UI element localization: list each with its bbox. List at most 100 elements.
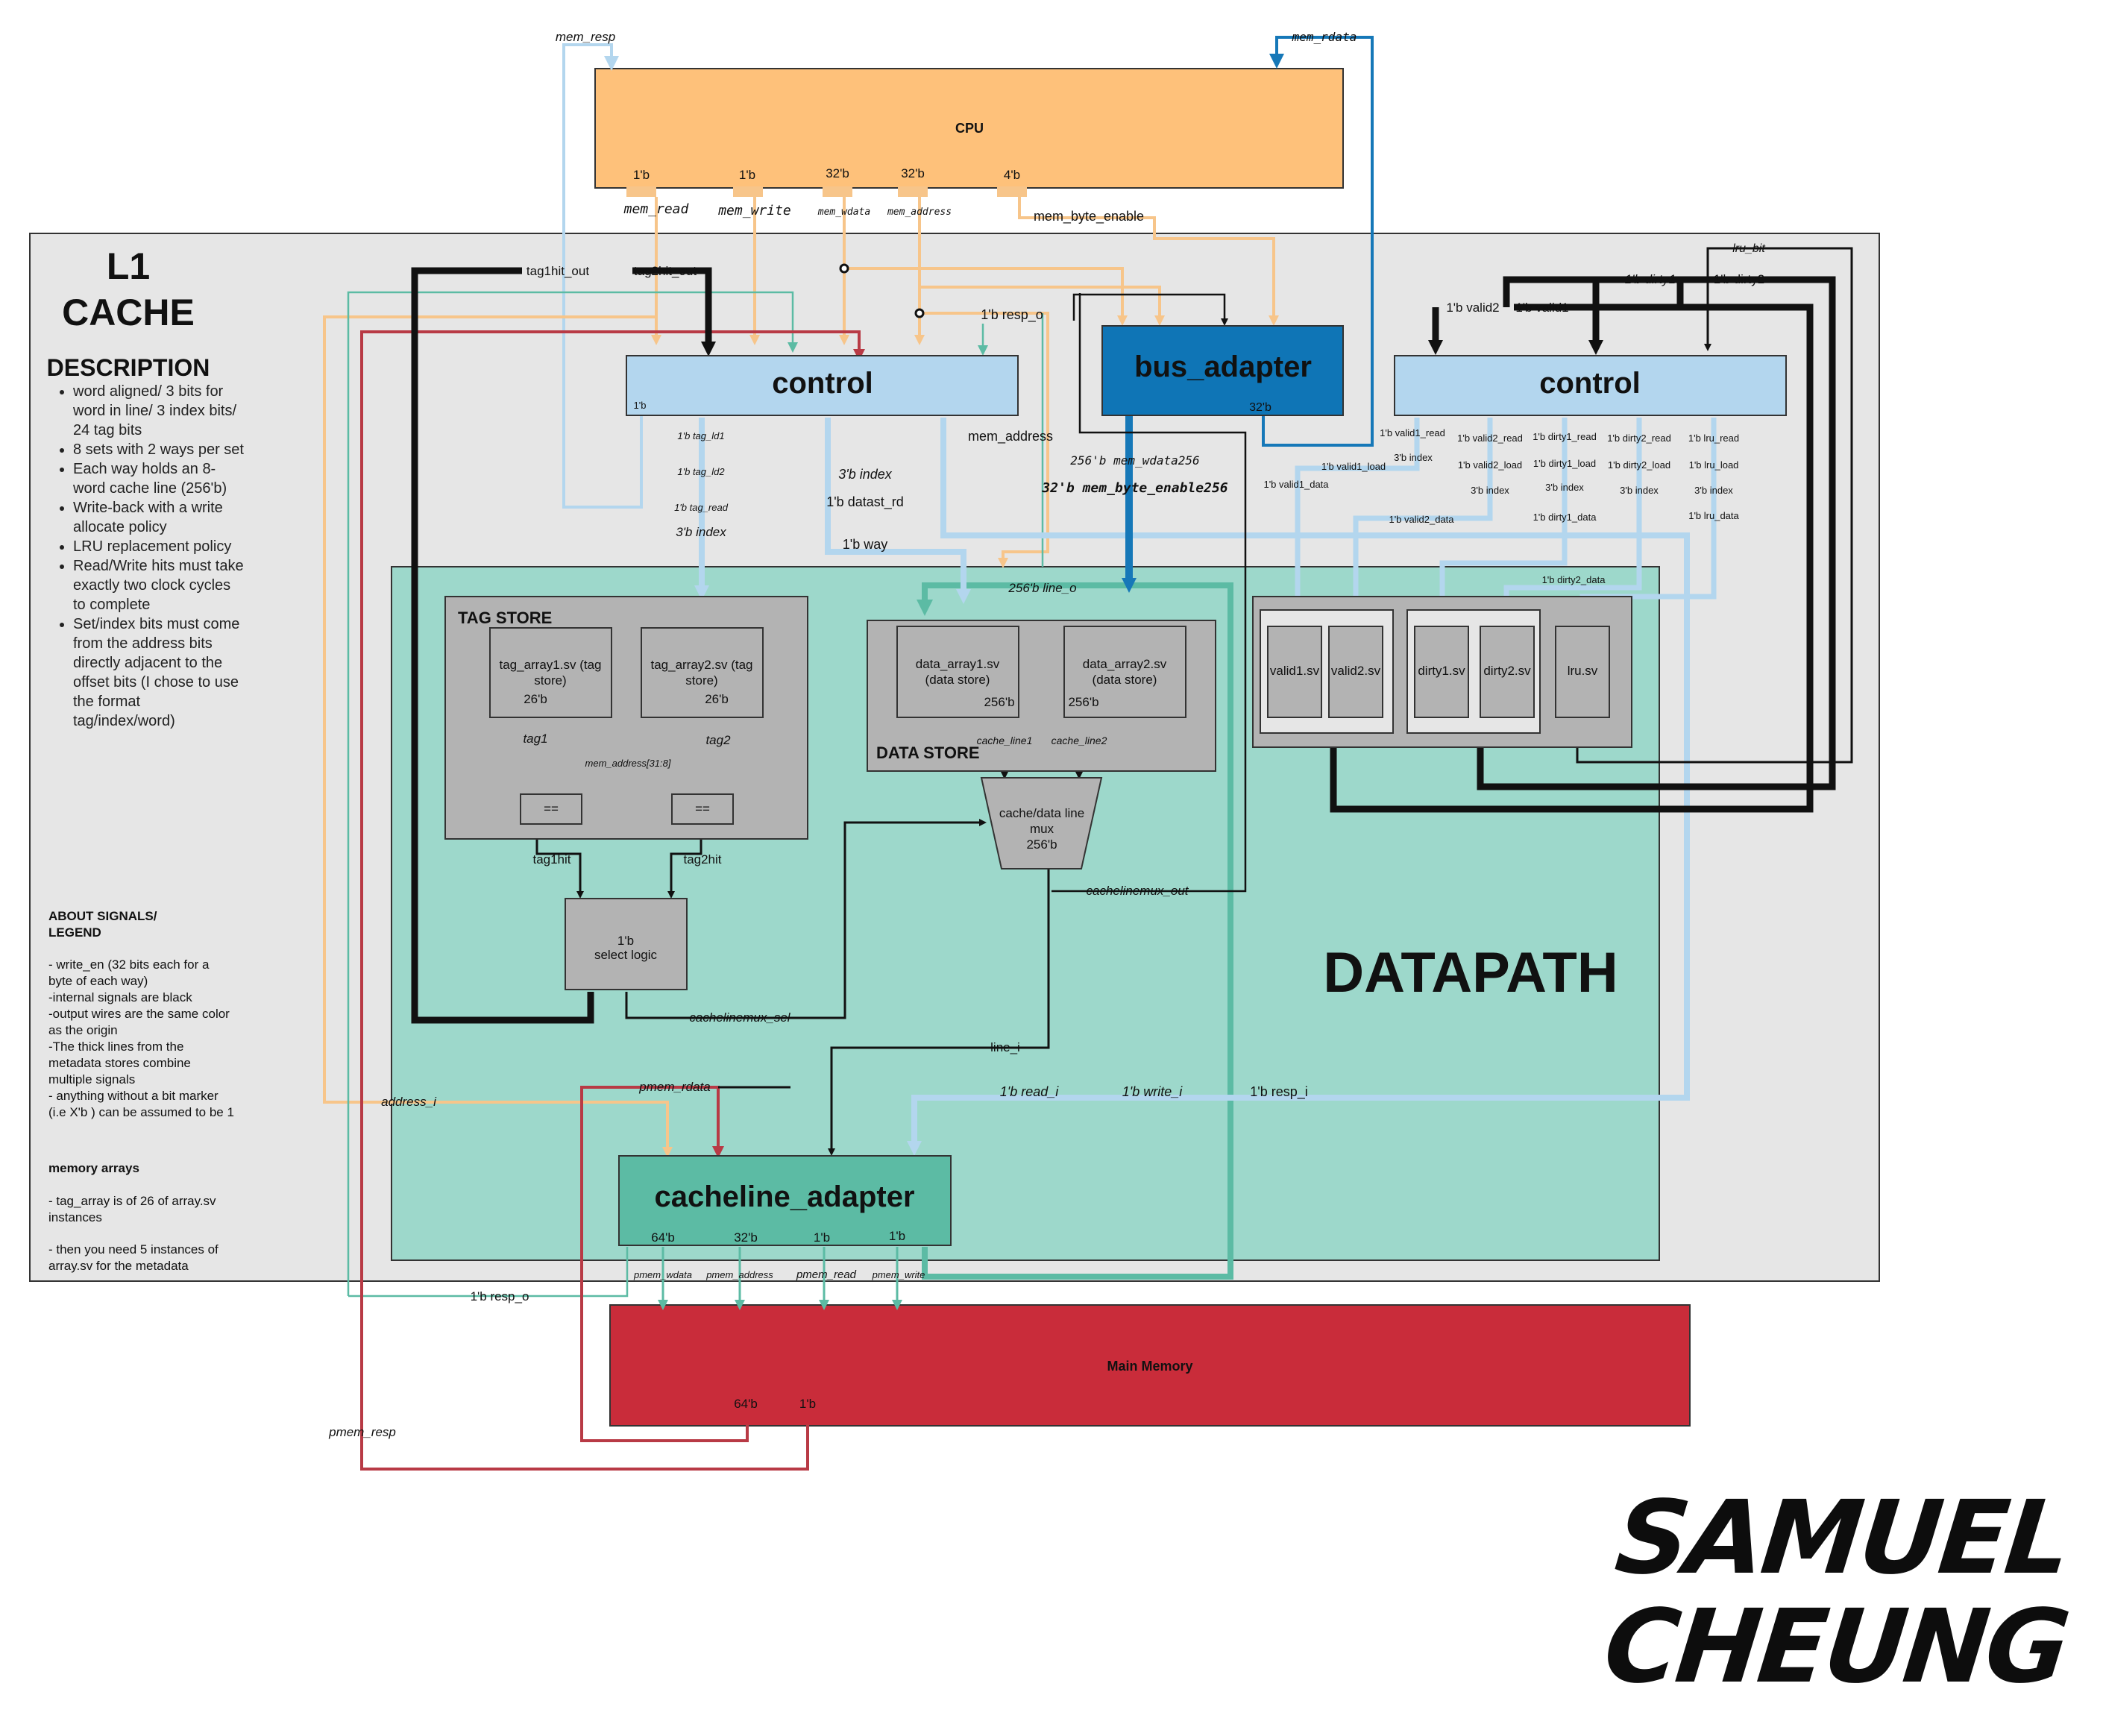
control-left-label: control — [772, 367, 873, 400]
description-item: Read/Write hits must take exactly two cl… — [73, 556, 245, 614]
wire-black-thick — [411, 267, 1836, 1024]
data-store-label: DATA STORE — [876, 743, 980, 762]
wire-mem-resp — [562, 43, 643, 509]
tag-array2-label-1: tag_array2.sv (tag — [650, 658, 752, 672]
select-logic-label: select logic — [594, 948, 658, 962]
tag-store-label: TAG STORE — [458, 608, 552, 627]
memory-arrays-text-2: - then you need 5 instances of array.sv … — [48, 1242, 219, 1273]
label-cache-line2: cache_line2 — [1052, 735, 1107, 746]
label-mem-rdata: mem_rdata — [1292, 30, 1357, 44]
label-lru-data: 1'b lru_data — [1688, 510, 1739, 521]
label-tag-read: 1'b tag_read — [674, 502, 729, 513]
data-array2-label-2: (data store) — [1093, 673, 1157, 687]
bus-adapter — [1101, 325, 1344, 416]
data-array2-label-1: data_array2.sv — [1083, 657, 1167, 671]
label-tag1: tag1 — [523, 732, 547, 746]
lru-label: lru.sv — [1568, 664, 1598, 678]
mux-label-2: mux — [1030, 822, 1054, 836]
label-resp-i: 1'b resp_i — [1250, 1084, 1307, 1100]
label-resp-o-bottom: 1'b resp_o — [471, 1289, 529, 1303]
label-line-o: 256'b line_o — [1008, 581, 1076, 595]
comparator-1 — [520, 793, 582, 825]
tag-array2 — [641, 627, 764, 718]
dirty2-label: dirty2.sv — [1483, 664, 1531, 678]
label-tag2hit-out: tag2hit_out — [634, 264, 697, 278]
bus-adapter-label: bus_adapter — [1134, 350, 1312, 383]
cpu-width-mem-read: 1'b — [633, 168, 650, 182]
description-item: Each way holds an 8-word cache line (256… — [73, 459, 245, 498]
label-lru-bit: lru_bit — [1732, 242, 1765, 255]
cpu-width-mem-address: 32'b — [901, 166, 925, 180]
label-pmem-address: pmem_address — [705, 1269, 773, 1280]
tag-array1-label-1: tag_array1.sv (tag — [499, 658, 601, 672]
label-valid2-data: 1'b valid2_data — [1389, 514, 1454, 525]
dirty1-array — [1414, 626, 1469, 718]
label-valid1: 1'b valid1 — [1515, 301, 1568, 315]
label-mem-address: mem_address — [968, 429, 1053, 444]
wire-pmem-out — [658, 1247, 902, 1310]
label-index-dirty2: 3'b index — [1620, 485, 1659, 496]
adapter-width-read: 1'b — [814, 1230, 830, 1245]
label-index-lru: 3'b index — [1694, 485, 1733, 496]
cpu-block — [594, 68, 1344, 189]
label-mem-byte-enable: mem_byte_enable — [1034, 209, 1144, 224]
label-pmem-rdata: pmem_rdata — [638, 1080, 710, 1094]
dirty1-label: dirty1.sv — [1418, 664, 1465, 678]
cacheline-adapter-label: cacheline_adapter — [654, 1180, 914, 1213]
label-pmem-resp: pmem_resp — [328, 1425, 396, 1439]
wire-mem-rdata — [1262, 36, 1374, 447]
memory-arrays-heading: memory arrays — [48, 1161, 139, 1175]
label-lru-load: 1'b lru_load — [1689, 459, 1739, 471]
label-index-valid1: 3'b index — [1394, 452, 1433, 463]
label-dirty1-read: 1'b dirty1_read — [1533, 431, 1597, 442]
control-left — [626, 355, 1019, 416]
wire-pmem-red — [360, 330, 865, 1471]
label-address-i: address_i — [381, 1095, 437, 1109]
label-index-valid2: 3'b index — [1471, 485, 1509, 496]
lru-array — [1555, 626, 1610, 718]
adapter-width-address: 32'b — [734, 1230, 758, 1245]
valid1-array — [1267, 626, 1322, 718]
data-array2-width: 256'b — [1068, 695, 1098, 709]
description-item: Set/index bits must come from the addres… — [73, 614, 245, 731]
description-item: word aligned/ 3 bits for word in line/ 3… — [73, 382, 245, 440]
label-dirty2: 1'b dirty2 — [1714, 272, 1764, 286]
label-read-i: 1'b read_i — [1000, 1084, 1059, 1099]
select-logic — [565, 898, 688, 990]
label-index-data: 3'b index — [838, 467, 892, 482]
legend-text: - write_en (32 bits each for a byte of e… — [48, 957, 234, 1119]
label-resp-o-top: 1'b resp_o — [981, 307, 1043, 323]
label-index-tag: 3'b index — [676, 525, 726, 539]
cpu-width-mem-wdata: 32'b — [826, 166, 849, 180]
description-item: LRU replacement policy — [73, 537, 245, 556]
mux-label-1: cache/data line — [999, 806, 1084, 820]
label-line-i: line_i — [990, 1040, 1020, 1054]
label-pmem-write: pmem_write — [872, 1269, 925, 1280]
adapter-width-write: 1'b — [889, 1229, 905, 1243]
label-tag1hit: tag1hit — [532, 852, 570, 867]
label-mem-resp: mem_resp — [556, 30, 615, 44]
main-memory-label: Main Memory — [1107, 1359, 1192, 1374]
cpu-width-mem-write: 1'b — [739, 168, 755, 182]
label-valid2-read: 1'b valid2_read — [1457, 433, 1523, 444]
label-pmem-wdata: pmem_wdata — [633, 1269, 692, 1280]
label-valid2-load: 1'b valid2_load — [1458, 459, 1522, 471]
description-item: Write-back with a write allocate policy — [73, 498, 245, 537]
label-dirty2-load: 1'b dirty2_load — [1608, 459, 1670, 471]
data-array1-label-2: (data store) — [925, 673, 990, 687]
label-mem-addr-slice: mem_address[31:8] — [585, 758, 671, 769]
cpu-width-byte-enable: 4'b — [1004, 168, 1020, 182]
memory-width-resp: 1'b — [799, 1397, 816, 1411]
wire-bus-adapter — [1052, 293, 1247, 893]
bus-adapter-width: 32'b — [1249, 401, 1271, 414]
label-pmem-read: pmem_read — [796, 1268, 857, 1281]
description-item: 8 sets with 2 ways per set — [73, 440, 245, 459]
label-dirty1: 1'b dirty1 — [1625, 272, 1676, 286]
main-memory-block — [609, 1304, 1691, 1427]
label-dirty2-read: 1'b dirty2_read — [1607, 433, 1671, 444]
tag-array1-label-2: store) — [534, 673, 566, 688]
select-logic-width: 1'b — [617, 934, 634, 948]
signature-line-2: CHEUNG — [1599, 1588, 2073, 1706]
memory-arrays-text-1: - tag_array is of 26 of array.sv instanc… — [48, 1194, 216, 1224]
